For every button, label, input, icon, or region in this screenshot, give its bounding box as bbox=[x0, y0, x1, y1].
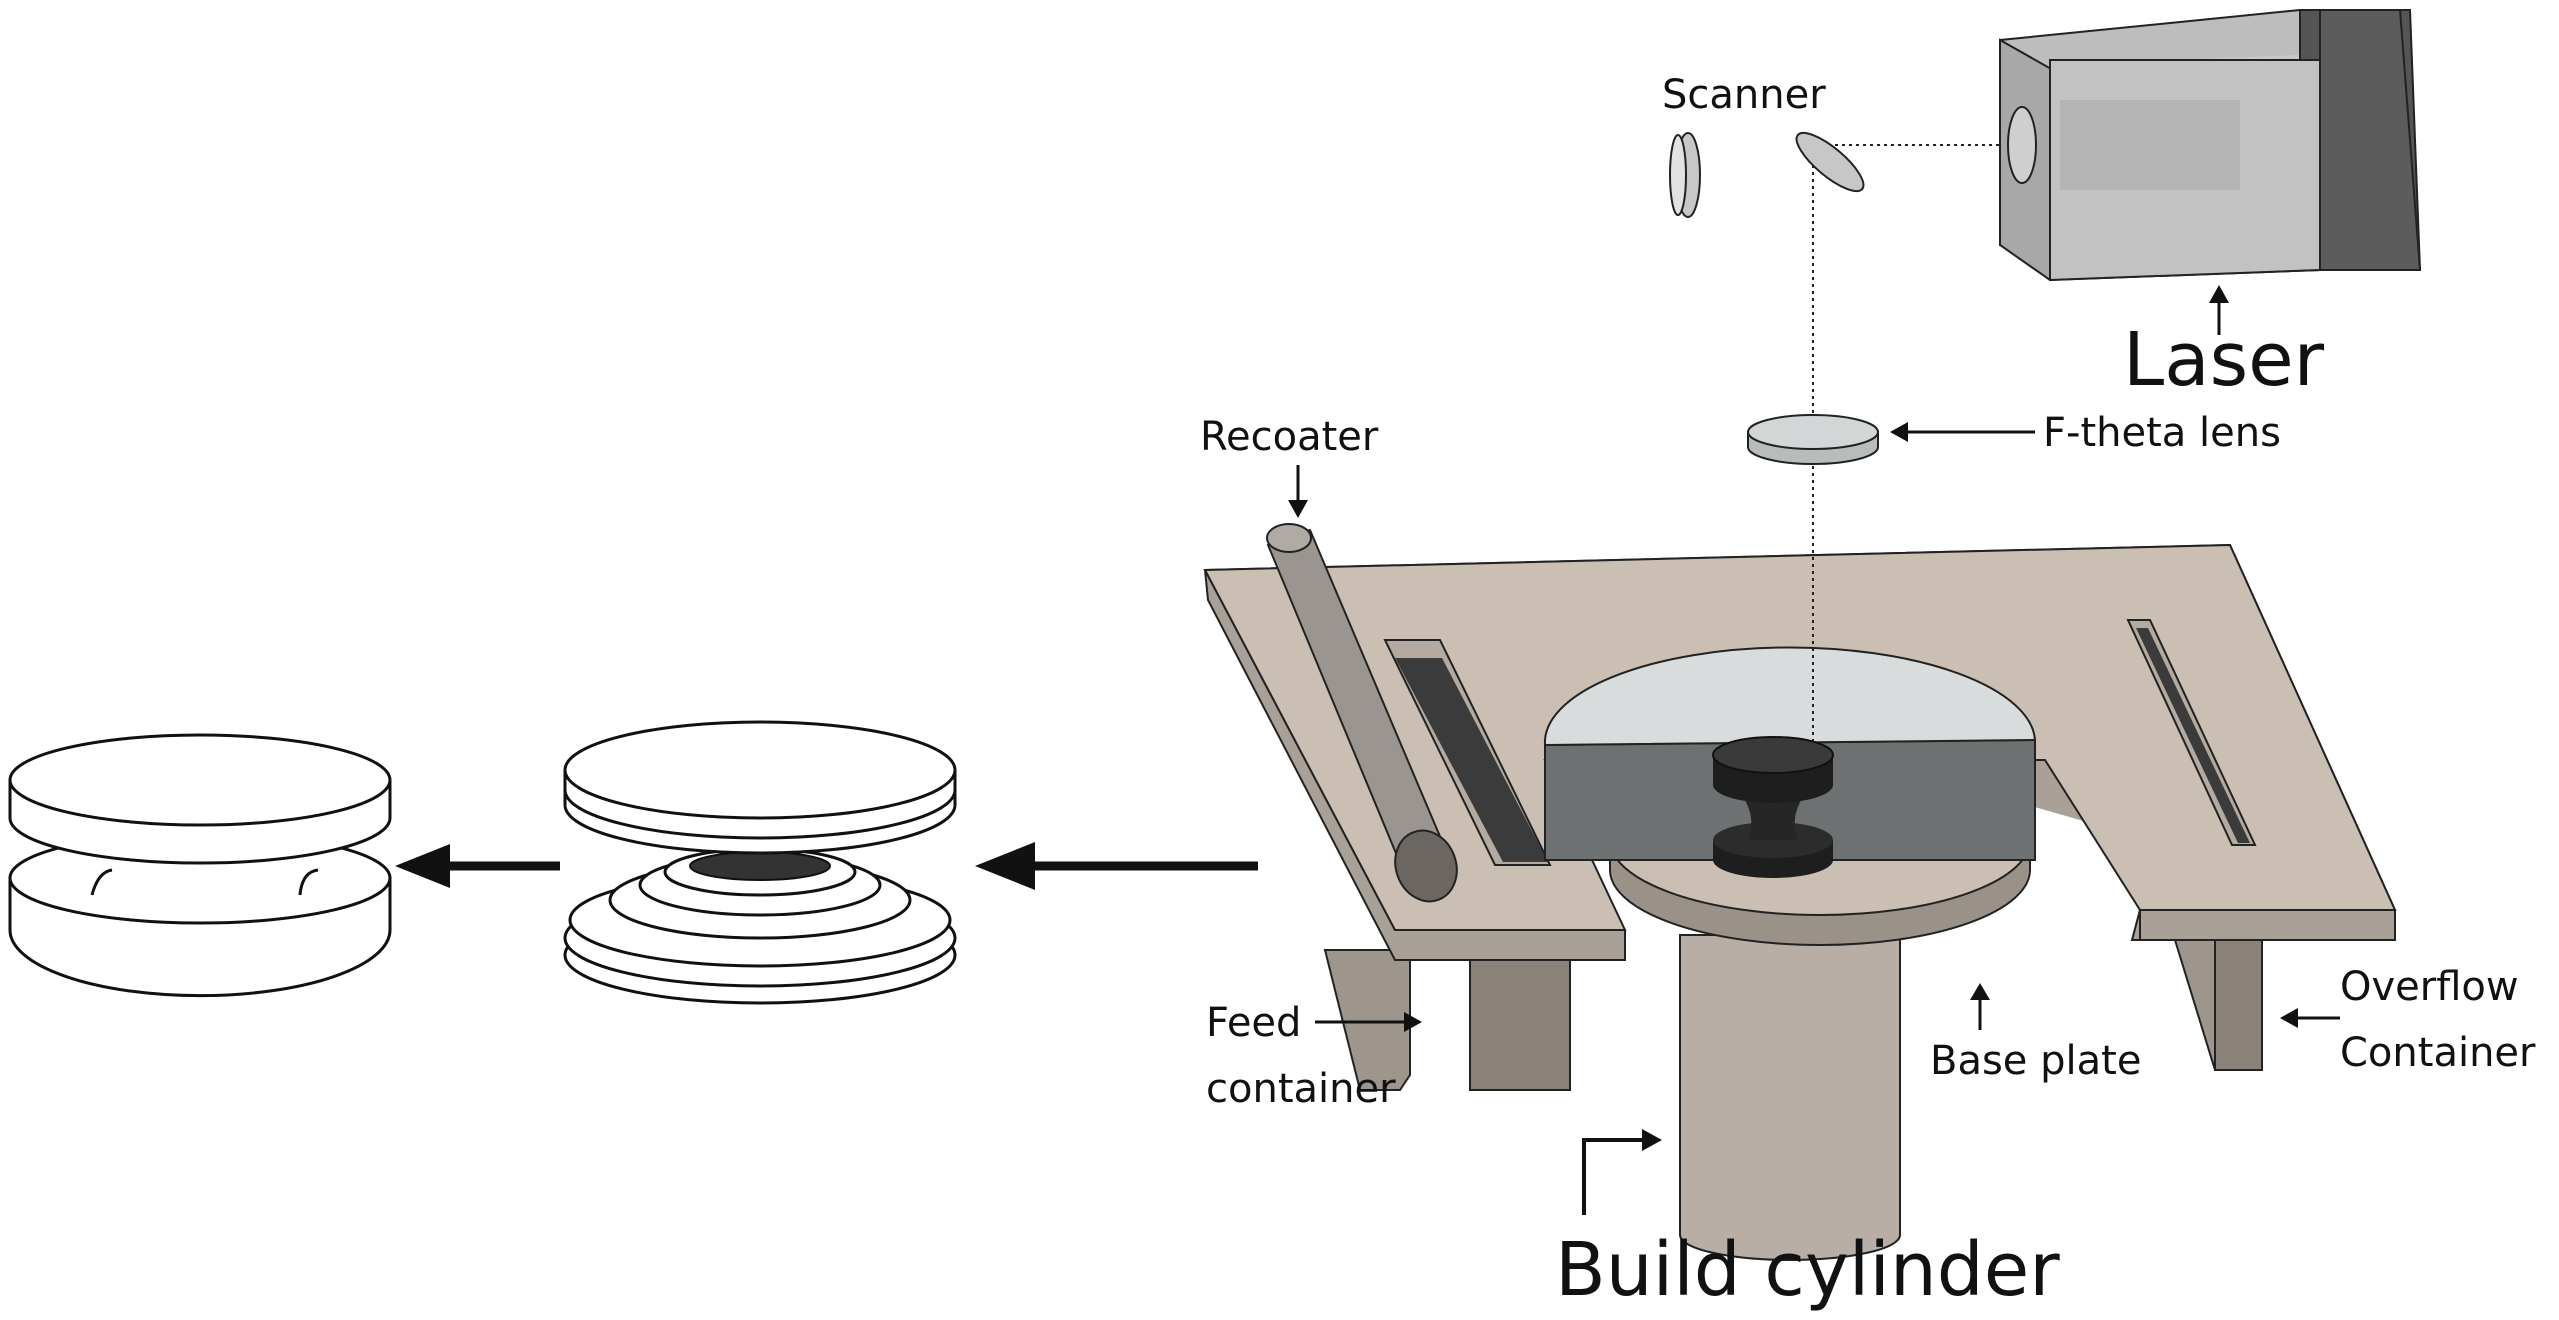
laser bbox=[1999, 8, 2422, 282]
build-cylinder bbox=[1679, 934, 1901, 1261]
process-arrow-2 bbox=[975, 842, 1258, 890]
finished-part bbox=[8, 733, 392, 998]
label-f-theta-lens: F-theta lens bbox=[2043, 410, 2281, 456]
label-scanner: Scanner bbox=[1662, 72, 1826, 118]
scanner bbox=[1669, 131, 1865, 218]
overflow-arrow bbox=[2280, 1008, 2340, 1028]
overflow-container bbox=[2173, 939, 2263, 1072]
printed-part bbox=[1712, 736, 1834, 878]
part-with-supports bbox=[563, 720, 957, 1005]
f-theta-arrow bbox=[1890, 422, 2035, 442]
label-feed: Feed bbox=[1206, 1000, 1301, 1046]
overflow-slot bbox=[2126, 619, 2257, 846]
label-recoater: Recoater bbox=[1200, 414, 1379, 460]
label-overflow-container: Container bbox=[2340, 1030, 2536, 1076]
base-plate-arrow bbox=[1970, 983, 1990, 1030]
label-base-plate: Base plate bbox=[1930, 1038, 2141, 1084]
feed-slot bbox=[1383, 639, 1552, 866]
recoater-arrow bbox=[1288, 465, 1308, 518]
feed-arrow bbox=[1315, 1012, 1422, 1032]
label-overflow: Overflow bbox=[2340, 964, 2519, 1010]
label-build-cylinder: Build cylinder bbox=[1555, 1227, 2060, 1313]
build-cylinder-arrow bbox=[1582, 1129, 1662, 1215]
f-theta-lens bbox=[1747, 414, 1879, 465]
label-container: container bbox=[1206, 1066, 1396, 1112]
label-laser: Laser bbox=[2123, 317, 2325, 403]
laser-arrow bbox=[2209, 285, 2229, 335]
recoater bbox=[1266, 523, 1458, 903]
process-arrow-1 bbox=[395, 844, 560, 888]
